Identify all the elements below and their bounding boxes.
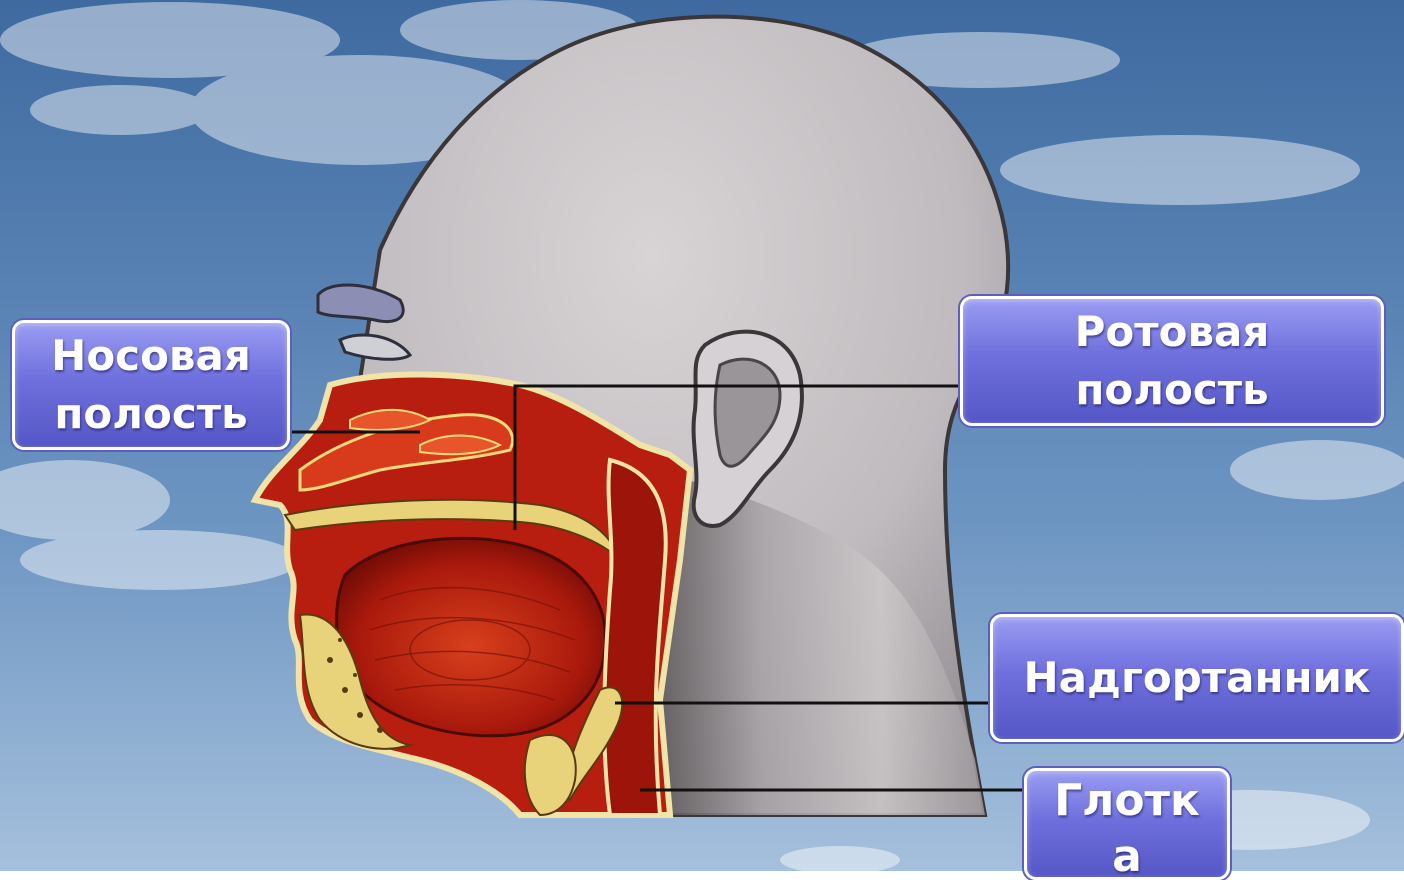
pharynx-wall [604,460,666,815]
label-nasal-cavity: Носовая полость [12,320,290,450]
label-pharynx: Глотк а [1024,768,1230,880]
label-epiglottis: Надгортанник [990,614,1404,742]
label-oral-cavity: Ротовая полость [960,296,1384,426]
